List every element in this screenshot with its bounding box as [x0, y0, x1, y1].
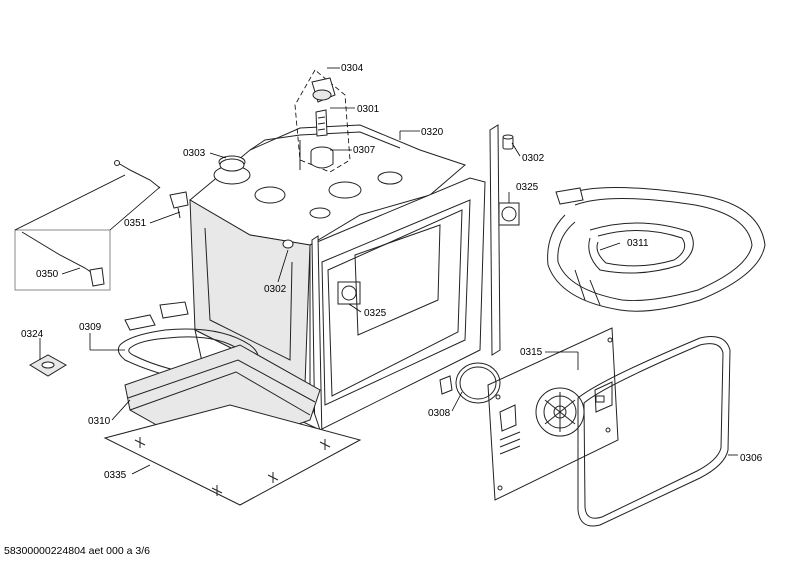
label-0306: 0306 [740, 453, 763, 464]
label-0302-top: 0302 [522, 153, 545, 164]
bottom-plate-0335 [103, 404, 362, 506]
label-0335: 0335 [104, 470, 127, 481]
sensor-detail-0350 [14, 174, 161, 291]
lamp-holder-0302-b [282, 239, 294, 249]
label-0350: 0350 [36, 269, 59, 280]
label-0301: 0301 [357, 104, 380, 115]
grill-element-0311 [547, 187, 766, 312]
foot-0324 [29, 354, 67, 377]
label-0351: 0351 [124, 218, 147, 229]
label-0303: 0303 [183, 148, 206, 159]
leader-lines [39, 67, 738, 475]
label-0325-mid: 0325 [364, 308, 387, 319]
label-0307: 0307 [353, 145, 376, 156]
ring-heater-0308 [439, 362, 501, 404]
motor-0303 [219, 158, 245, 172]
label-0315: 0315 [520, 347, 543, 358]
lamp-cover-0325-a [498, 202, 520, 226]
rear-panel-0315 [487, 327, 619, 501]
label-0324: 0324 [21, 329, 44, 340]
label-0304: 0304 [341, 63, 364, 74]
fan-motor-assembly [294, 69, 351, 173]
door-gasket-0306 [577, 336, 731, 527]
label-0311: 0311 [627, 238, 649, 249]
lamp-cover-0325-b [337, 281, 361, 305]
label-0310: 0310 [88, 416, 111, 427]
lamp-holder-0302 [502, 134, 514, 150]
label-0309: 0309 [79, 322, 102, 333]
drawing-reference-footer: 58300000224804 aet 000 a 3/6 [4, 545, 150, 557]
part-labels: 0304 0301 0307 0320 0302 0303 0325 0351 … [21, 63, 763, 481]
label-0308: 0308 [428, 408, 451, 419]
label-0302-mid: 0302 [264, 284, 287, 295]
label-0320: 0320 [421, 127, 444, 138]
label-0325-top: 0325 [516, 182, 539, 193]
temperature-sensor-0351 [114, 160, 189, 219]
